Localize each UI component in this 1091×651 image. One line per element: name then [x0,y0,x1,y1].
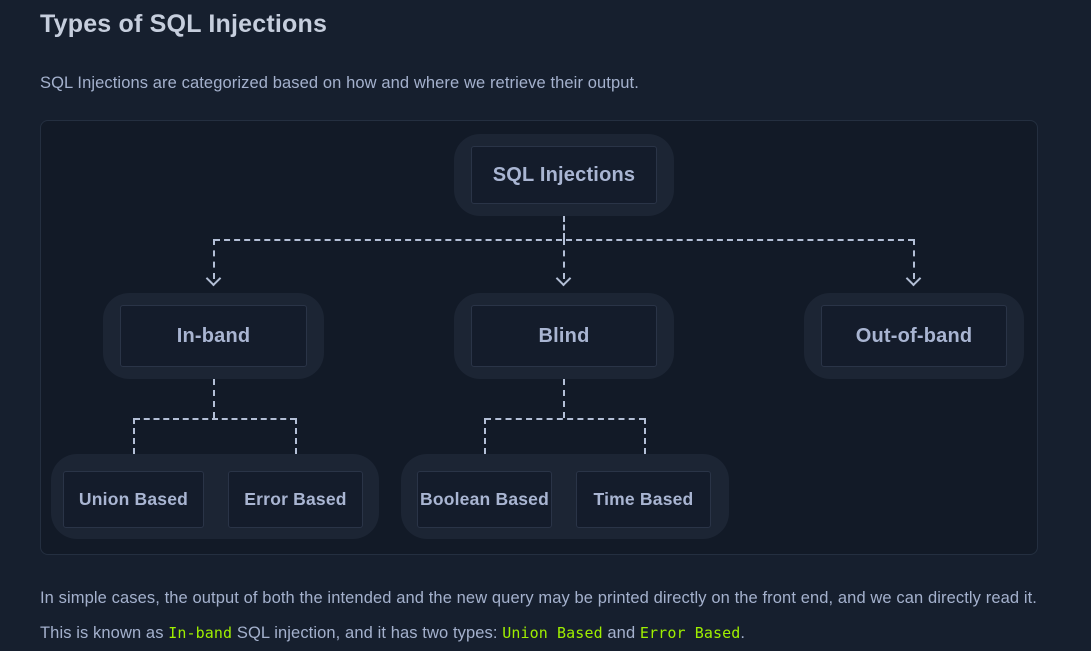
diagram-node-label: Error Based [244,489,347,509]
connector-drop-inband [213,239,215,279]
connector-root-stem [563,216,565,239]
diagram-group-in-band-children: Union Based Error Based [51,454,379,539]
diagram-node-label: SQL Injections [492,163,636,186]
inline-code: Union Based [502,624,603,642]
diagram-node-box: Blind [471,305,657,367]
connector-drop-time [644,418,646,464]
diagram-node-time-based: Time Based [576,471,711,528]
diagram-node-box: SQL Injections [471,146,657,204]
connector-blind-spine [485,418,645,420]
connector-inband-spine [134,418,296,420]
diagram-group-blind-children: Boolean Based Time Based [401,454,729,539]
paragraph-text: and [602,624,640,642]
body-paragraph: In simple cases, the output of both the … [40,581,1043,651]
diagram-node-label: In-band [176,324,251,347]
connector-drop-boolean [484,418,486,464]
diagram-node-boolean-based: Boolean Based [417,471,552,528]
arrow-down-icon [905,270,922,287]
connector-drop-outofband [913,239,915,279]
connector-blind-stem [563,379,565,418]
diagram-node-in-band: In-band [103,293,324,379]
paragraph-text: SQL injection, and it has two types: [232,624,503,642]
inline-code: In-band [168,624,233,642]
paragraph-text: . [740,624,746,642]
connector-drop-error [295,418,297,464]
diagram-node-error-based: Error Based [228,471,363,528]
diagram-node-blind: Blind [454,293,674,379]
diagram-node-out-of-band: Out-of-band [804,293,1024,379]
diagram-node-label: Union Based [78,489,189,509]
sql-injection-types-diagram: SQL Injections In-band Blind Out-of-band [40,120,1038,555]
diagram-node-box: Out-of-band [821,305,1007,367]
paragraph-text: In simple cases, the output of both the … [40,589,1037,642]
connector-drop-blind [563,239,565,279]
arrow-down-icon [205,270,222,287]
diagram-node-label: Blind [538,324,590,347]
diagram-node-label: Time Based [593,489,694,509]
intro-paragraph: SQL Injections are categorized based on … [40,74,639,92]
diagram-node-union-based: Union Based [63,471,204,528]
connector-inband-stem [213,379,215,418]
page-title: Types of SQL Injections [40,10,328,38]
inline-code: Error Based [639,624,741,642]
diagram-node-label: Out-of-band [855,324,973,347]
diagram-node-box: In-band [120,305,307,367]
connector-drop-union [133,418,135,464]
arrow-down-icon [555,270,572,287]
diagram-node-label: Boolean Based [419,489,550,509]
diagram-node-sql-injections: SQL Injections [454,134,674,216]
